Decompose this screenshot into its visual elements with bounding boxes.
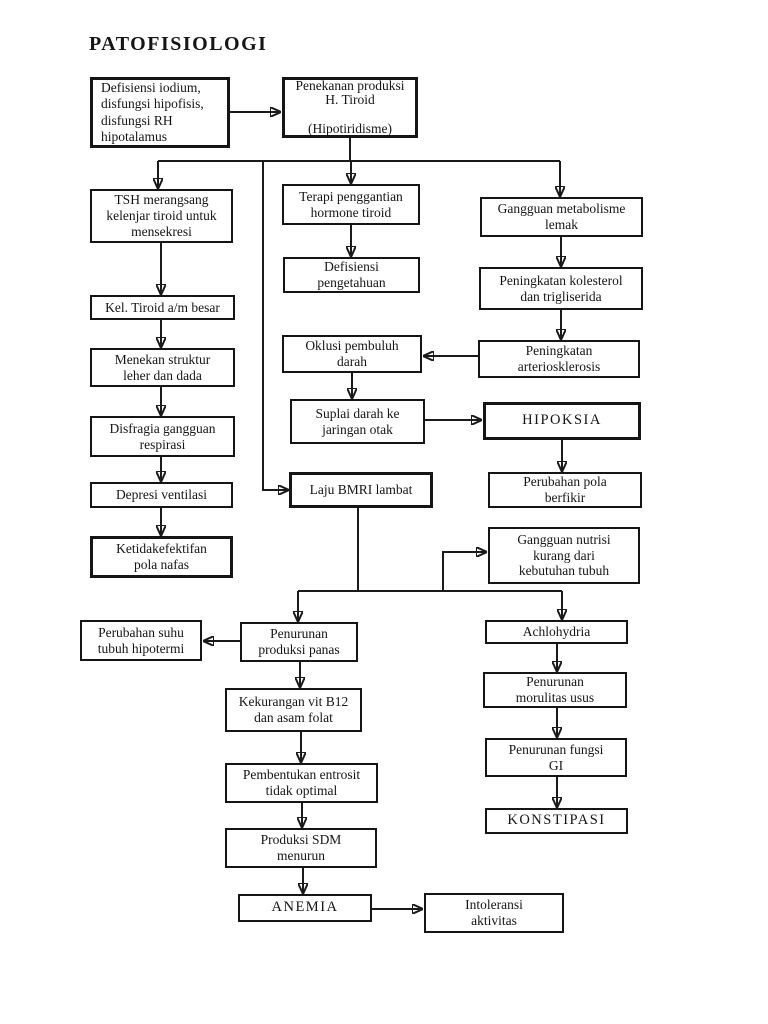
edge	[442, 552, 486, 591]
node-suplai-darah: Suplai darah ke jaringan otak	[290, 399, 425, 444]
node-hipoksia: HIPOKSIA	[483, 402, 641, 440]
node-achlohydria: Achlohydria	[485, 620, 628, 644]
node-penurunan-produksi-panas: Penurunan produksi panas	[240, 622, 358, 662]
page-title: PATOFISIOLOGI	[89, 33, 268, 55]
node-pembentukan-entrosit: Pembentukan entrosit tidak optimal	[225, 763, 378, 803]
node-penekanan-produksi: Penekanan produksi H. Tiroid (Hipotiridi…	[282, 77, 418, 138]
node-depresi-ventilasi: Depresi ventilasi	[90, 482, 233, 508]
node-tsh-merangsang: TSH merangsang kelenjar tiroid untuk men…	[90, 189, 233, 243]
node-perubahan-pola-berfikir: Perubahan pola berfikir	[488, 472, 642, 508]
node-defisiensi-pengetahuan: Defisiensi pengetahuan	[283, 257, 420, 293]
node-intoleransi-aktivitas: Intoleransi aktivitas	[424, 893, 564, 933]
node-perubahan-suhu: Perubahan suhu tubuh hipotermi	[80, 620, 202, 661]
node-ketidakefektifan: Ketidakefektifan pola nafas	[90, 536, 233, 578]
node-disfragia: Disfragia gangguan respirasi	[90, 416, 235, 457]
node-anemia: ANEMIA	[238, 894, 372, 922]
node-kel-tiroid: Kel. Tiroid a/m besar	[90, 295, 235, 320]
node-peningkatan-kolesterol: Peningkatan kolesterol dan trigliserida	[479, 267, 643, 310]
node-penurunan-morulitas: Penurunan morulitas usus	[483, 672, 627, 708]
node-gangguan-metabolisme: Gangguan metabolisme lemak	[480, 197, 643, 237]
node-kekurangan-vit-b12: Kekurangan vit B12 dan asam folat	[225, 688, 362, 732]
node-oklusi-pembuluh: Oklusi pembuluh darah	[282, 335, 422, 373]
node-defisiensi-iodium: Defisiensi iodium, disfungsi hipofisis, …	[90, 77, 230, 148]
node-peningkatan-arteriosklerosis: Peningkatan arteriosklerosis	[478, 340, 640, 378]
node-menekan-struktur: Menekan struktur leher dan dada	[90, 348, 235, 387]
node-gangguan-nutrisi: Gangguan nutrisi kurang dari kebutuhan t…	[488, 527, 640, 584]
node-produksi-sdm: Produksi SDM menurun	[225, 828, 377, 868]
node-laju-bmri: Laju BMRI lambat	[289, 472, 433, 508]
node-terapi-penggantian: Terapi penggantian hormone tiroid	[282, 184, 420, 225]
node-konstipasi: KONSTIPASI	[485, 808, 628, 834]
node-penurunan-fungsi-gi: Penurunan fungsi GI	[485, 738, 627, 777]
